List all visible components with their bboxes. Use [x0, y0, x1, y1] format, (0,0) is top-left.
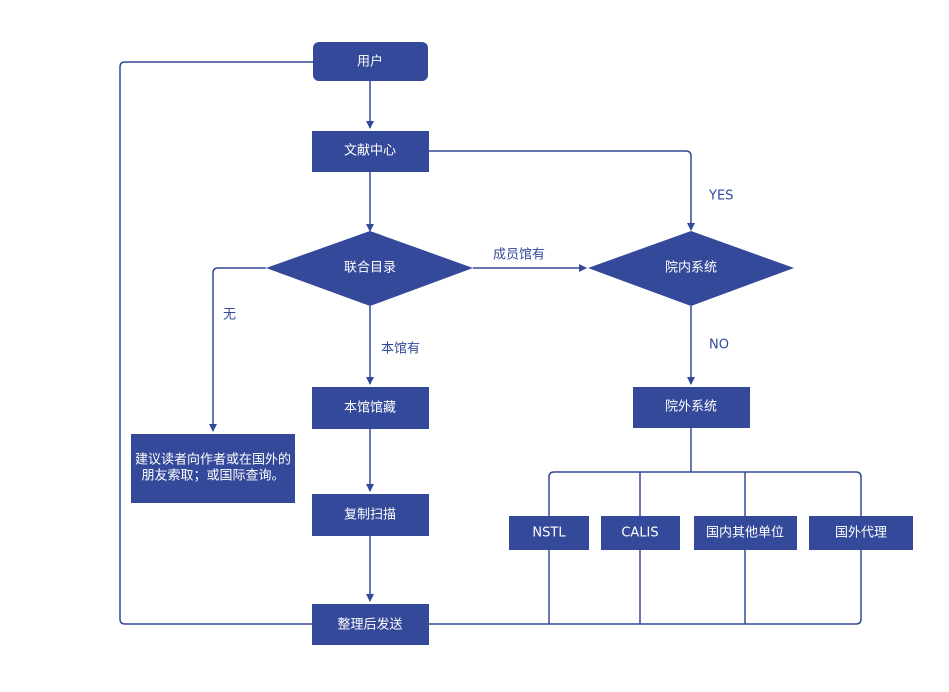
- node-user: [313, 42, 428, 81]
- node-external-system: [633, 387, 750, 428]
- label-send: 整理后发送: [337, 617, 402, 633]
- edge-label-yes: YES: [708, 189, 733, 204]
- edge-label-local-has: 本馆有: [381, 342, 420, 357]
- edge-label-none: 无: [223, 308, 236, 323]
- node-calis: [601, 516, 680, 550]
- node-union-catalog: [266, 231, 473, 306]
- label-union-catalog: 联合目录: [344, 261, 396, 276]
- node-copy-scan: [312, 494, 429, 536]
- label-local-holding: 本馆馆藏: [344, 401, 396, 416]
- node-doc-center: [312, 131, 429, 172]
- node-foreign-agent: [809, 516, 913, 550]
- edge-union-suggest: [209, 267, 266, 432]
- node-suggestion: [131, 434, 295, 503]
- node-nstl: [509, 516, 589, 550]
- label-suggestion-line1: 建议读者向作者或在国外的: [135, 452, 291, 468]
- label-external-system: 院外系统: [665, 400, 717, 415]
- edge-user-loop-send: [119, 61, 313, 625]
- edge-doc-center-inst: [429, 150, 695, 231]
- label-inst-system: 院内系统: [665, 260, 717, 276]
- label-user: 用户: [357, 54, 383, 70]
- edge-bottom-return: [429, 550, 862, 625]
- label-foreign-agent: 国外代理: [835, 526, 887, 541]
- label-nstl: NSTL: [532, 526, 566, 541]
- edge-label-member-has: 成员馆有: [493, 248, 545, 263]
- node-send: [312, 604, 429, 645]
- label-suggestion-line2: 朋友索取；或国际查询。: [141, 468, 284, 484]
- edge-bus-horizontal: [548, 471, 862, 516]
- label-calis: CALIS: [621, 526, 658, 541]
- label-doc-center: 文献中心: [344, 144, 396, 159]
- label-copy-scan: 复制扫描: [344, 508, 396, 523]
- node-inst-system: [588, 231, 794, 306]
- node-domestic-other: [694, 516, 797, 550]
- node-local-holding: [312, 387, 429, 429]
- edge-label-no: NO: [709, 338, 729, 353]
- label-domestic-other: 国内其他单位: [706, 525, 784, 541]
